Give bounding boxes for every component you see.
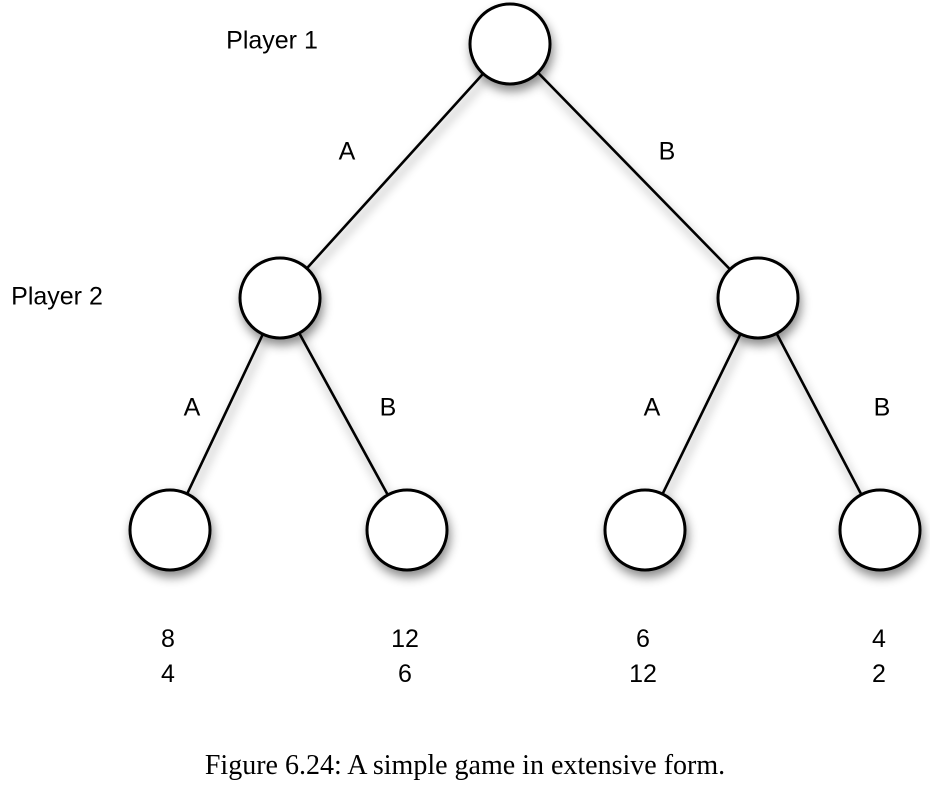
edge-left-to-leaf1 [168,297,282,531]
node-left-player2 [238,256,322,340]
edge-label-right-a: A [643,393,661,422]
edge-label-left-b: B [379,393,397,422]
node-leaf-2 [365,488,449,572]
payoff-leaf-3: 6 12 [629,622,657,692]
payoff-leaf-1-player1: 8 [161,625,175,653]
payoff-leaf-4-player2: 2 [872,660,886,688]
edge-label-root-b: B [658,137,676,166]
node-leaf-1 [128,488,212,572]
node-leaf-3 [603,488,687,572]
edge-label-left-a: A [183,393,201,422]
node-right-player2 [716,256,800,340]
payoff-leaf-2-player2: 6 [398,660,412,688]
edge-label-root-a: A [338,137,356,166]
edge-left-to-leaf2 [278,297,409,531]
edge-right-to-leaf4 [756,297,882,531]
node-root-player1 [468,2,552,86]
payoff-leaf-3-player2: 12 [629,660,657,688]
edge-right-to-leaf3 [643,297,760,531]
payoff-leaf-4-player1: 4 [872,625,886,653]
payoff-leaf-2: 12 6 [391,622,419,692]
payoff-leaf-2-player1: 12 [391,625,419,653]
player1-label: Player 1 [226,26,318,55]
payoff-leaf-4: 4 2 [872,622,886,692]
payoff-leaf-1: 8 4 [161,622,175,692]
payoff-leaf-1-player2: 4 [161,660,175,688]
tree-edges-and-nodes [128,2,922,572]
payoff-leaf-3-player1: 6 [636,625,650,653]
player2-label: Player 2 [11,282,103,311]
edge-root-to-right [509,43,759,299]
figure-caption: Figure 6.24: A simple game in extensive … [204,750,726,781]
edge-root-to-left [279,43,511,299]
node-leaf-4 [838,488,922,572]
edge-label-right-b: B [873,393,891,422]
